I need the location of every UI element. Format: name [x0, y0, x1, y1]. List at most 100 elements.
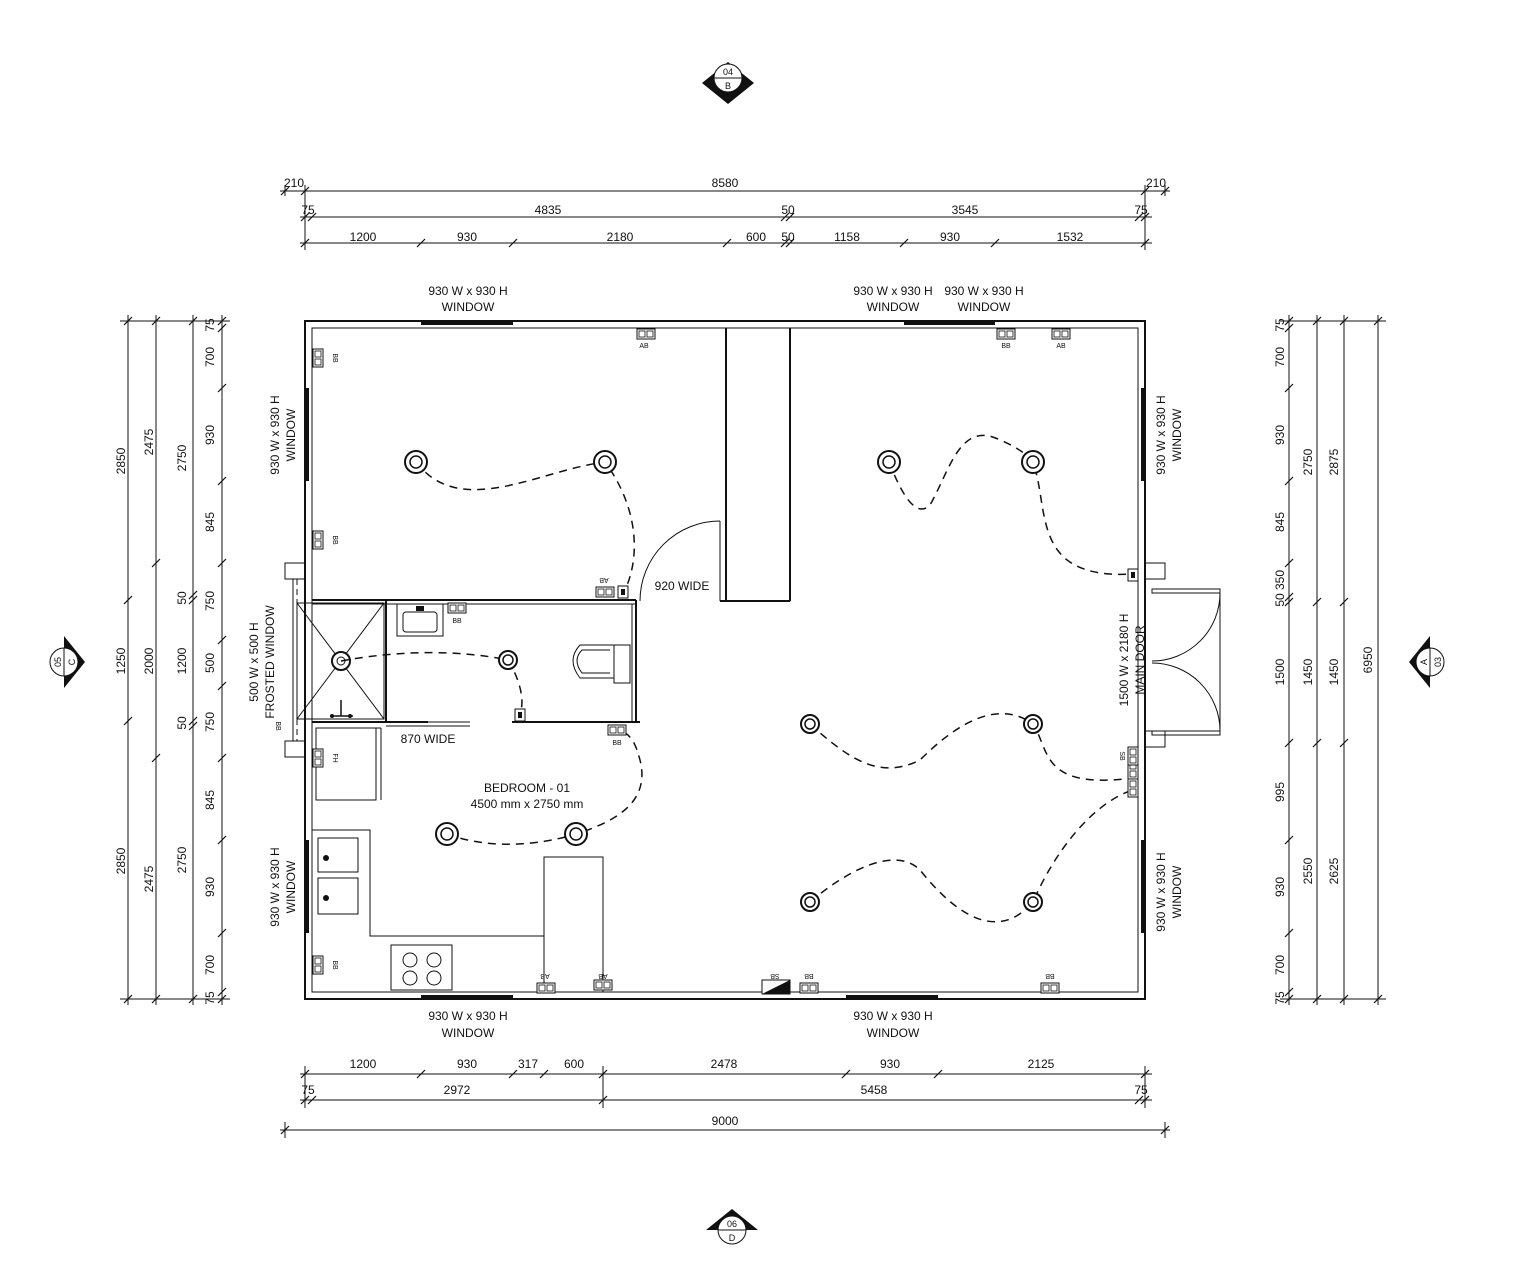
dim-right-8: 995 — [1273, 782, 1287, 802]
tag-ab-3: AB — [599, 576, 609, 583]
tag-sb: SB — [770, 972, 780, 979]
shower — [296, 602, 385, 720]
dim-left-3: 2850 — [114, 847, 128, 874]
toilet — [572, 644, 631, 684]
dim-left-9: 1200 — [175, 647, 189, 674]
window-top-left-size: 930 W x 930 H — [428, 284, 507, 298]
dim-left-16: 750 — [203, 591, 217, 611]
dim-bottom-11: 75 — [1134, 1083, 1148, 1097]
dim-right-9: 930 — [1273, 877, 1287, 897]
window-top-right-label: WINDOW — [958, 300, 1011, 314]
tag-bb-5: BB — [612, 740, 622, 747]
dim-left-7: 2750 — [175, 444, 189, 471]
dim-top-5: 4835 — [535, 203, 562, 217]
room-name: BEDROOM - 01 — [484, 781, 570, 795]
doors — [428, 520, 1221, 748]
window-left-upper-size: 930 W x 930 H — [268, 395, 282, 474]
power-outlets — [312, 328, 1139, 994]
tag-fh: FH — [331, 753, 338, 762]
tag-bb-2: BB — [331, 353, 338, 363]
tag-ab-2: AB — [1056, 343, 1066, 350]
dim-left-14: 930 — [203, 425, 217, 445]
kitchen-sink — [317, 837, 359, 915]
dim-top-13: 50 — [781, 230, 795, 244]
dim-left-4: 2475 — [142, 428, 156, 455]
dim-bottom-6: 930 — [880, 1057, 900, 1071]
dim-top-12: 600 — [746, 230, 766, 244]
dim-left-8: 50 — [175, 591, 189, 605]
dim-right-13: 1450 — [1301, 658, 1315, 685]
dim-top-2: 8580 — [712, 176, 739, 190]
cooktop — [390, 944, 453, 991]
dim-top-11: 2180 — [607, 230, 634, 244]
dim-bottom-10: 5458 — [861, 1083, 888, 1097]
section-right-letter: A — [1419, 659, 1429, 665]
switchboard — [761, 979, 791, 995]
window-bottom-right-label: WINDOW — [867, 1026, 920, 1040]
window-bottom-left-label: WINDOW — [442, 1026, 495, 1040]
window-top-mid-size: 930 W x 930 H — [853, 284, 932, 298]
dim-right-1: 75 — [1273, 318, 1287, 332]
dim-bottom-12: 9000 — [712, 1114, 739, 1128]
dim-right-17: 2625 — [1327, 857, 1341, 884]
dim-top-7: 3545 — [952, 203, 979, 217]
main-door-label: MAIN DOOR — [1133, 625, 1147, 695]
dim-bottom-4: 600 — [564, 1057, 584, 1071]
section-bottom-letter: D — [729, 1233, 736, 1243]
window-bottom-right-size: 930 W x 930 H — [853, 1009, 932, 1023]
door-920-label: 920 WIDE — [655, 579, 710, 593]
window-right-lower-size: 930 W x 930 H — [1154, 852, 1168, 931]
walls — [304, 320, 1146, 1000]
section-marker-left: 05 C — [49, 636, 85, 688]
section-marker-right: A 03 — [1409, 636, 1445, 688]
dim-bottom-9: 2972 — [444, 1083, 471, 1097]
dim-top-16: 1532 — [1057, 230, 1084, 244]
dim-right-16: 1450 — [1327, 658, 1341, 685]
window-top-right-size: 930 W x 930 H — [944, 284, 1023, 298]
section-left-num: 05 — [53, 657, 63, 667]
dim-right-18: 6950 — [1361, 646, 1375, 673]
section-top-num: 04 — [723, 67, 733, 77]
dim-bottom-2: 930 — [457, 1057, 477, 1071]
dim-left-10: 50 — [175, 716, 189, 730]
dim-right-15: 2875 — [1327, 448, 1341, 475]
tag-bb-7: BB — [804, 972, 814, 979]
tag-bb-6: BB — [331, 960, 338, 970]
dim-left-22: 75 — [203, 991, 217, 1005]
dim-bottom-3: 317 — [518, 1057, 538, 1071]
window-top-left-label: WINDOW — [442, 300, 495, 314]
dim-right-3: 930 — [1273, 425, 1287, 445]
wiring — [340, 434, 1134, 923]
dim-top-6: 50 — [781, 203, 795, 217]
dim-left-13: 700 — [203, 347, 217, 367]
bathroom-basin — [396, 603, 444, 637]
room-size: 4500 mm x 2750 mm — [471, 797, 584, 811]
dimensions-top — [280, 185, 1170, 250]
dim-top-10: 930 — [457, 230, 477, 244]
window-top-mid-label: WINDOW — [867, 300, 920, 314]
dim-right-6: 50 — [1273, 593, 1287, 607]
tag-ab-1: AB — [639, 343, 649, 350]
tag-bb-3: BB — [331, 535, 338, 545]
window-right-lower-label: WINDOW — [1170, 865, 1184, 918]
window-left-lower-label: WINDOW — [284, 860, 298, 913]
dim-top-1: 210 — [284, 176, 304, 190]
dim-left-15: 845 — [203, 512, 217, 532]
dim-top-15: 930 — [940, 230, 960, 244]
ceiling-lights — [404, 450, 1045, 912]
dim-left-11: 2750 — [175, 846, 189, 873]
section-top-letter: B — [725, 81, 731, 91]
dim-right-4: 845 — [1273, 512, 1287, 532]
window-left-upper-label: WINDOW — [284, 408, 298, 461]
dim-left-12: 75 — [203, 318, 217, 332]
dim-left-17: 500 — [203, 653, 217, 673]
section-bottom-num: 06 — [727, 1219, 737, 1229]
dim-top-4: 75 — [301, 203, 315, 217]
dim-left-6: 2475 — [142, 865, 156, 892]
dim-bottom-5: 2478 — [711, 1057, 738, 1071]
tag-sb-2: SB — [1118, 751, 1125, 761]
dim-left-21: 700 — [203, 955, 217, 975]
dim-left-1: 2850 — [114, 447, 128, 474]
tag-bb-1: BB — [1001, 343, 1011, 350]
dim-right-5: 350 — [1273, 570, 1287, 590]
